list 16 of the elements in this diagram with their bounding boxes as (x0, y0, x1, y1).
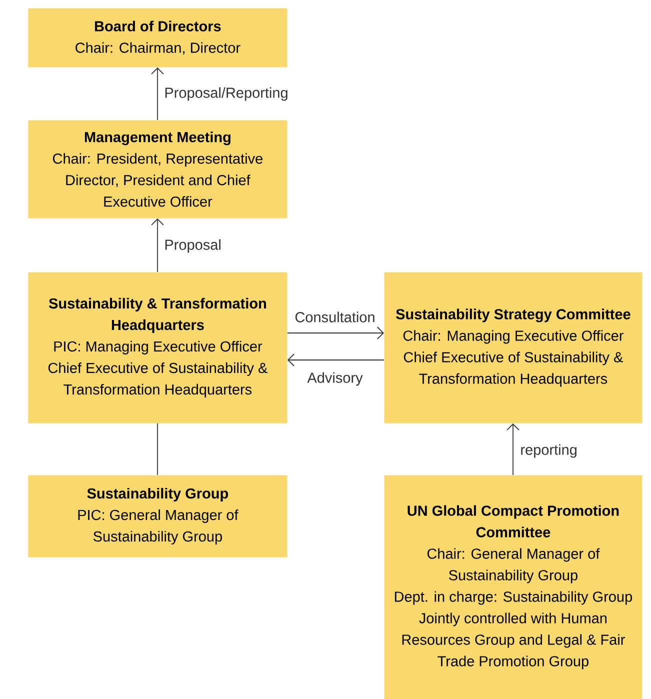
edge-label: Consultation (295, 312, 374, 322)
arrow (287, 354, 384, 366)
edge-label: Proposal/Reporting (165, 87, 288, 101)
arrow (286, 326, 384, 340)
edge-label: reporting (521, 444, 576, 458)
edge-label: Advisory (307, 372, 363, 386)
org-box: Sustainability Strategy Committee Chair: Managing Executive Officer Chief Executive of Sustainability & Transformation Headquarters (384, 272, 642, 424)
arrow (506, 423, 520, 476)
org-box: UN Global Compact Promotion Committee Chair: General Manager of Sustainability Group Dept. in charge: Sustainability Group Jointly controlled with Human Resources Group and Legal & Fair Trade Promotion Group (384, 475, 642, 699)
org-box: Management Meeting Chair: President, Representative Director, President and Chief Executive Officer (28, 120, 288, 218)
org-box: Sustainability Group PIC: General Manager of Sustainability Group (28, 475, 288, 558)
arrow (151, 67, 164, 120)
org-box: Sustainability & Transformation Headquarters PIC: Managing Executive Officer Chief Executive of Sustainability & Transformation Headquarters (28, 272, 288, 424)
org-box: Board of Directors Chair: Chairman, Director (28, 8, 288, 68)
edge-label: Proposal (165, 239, 220, 253)
arrow (151, 218, 164, 272)
